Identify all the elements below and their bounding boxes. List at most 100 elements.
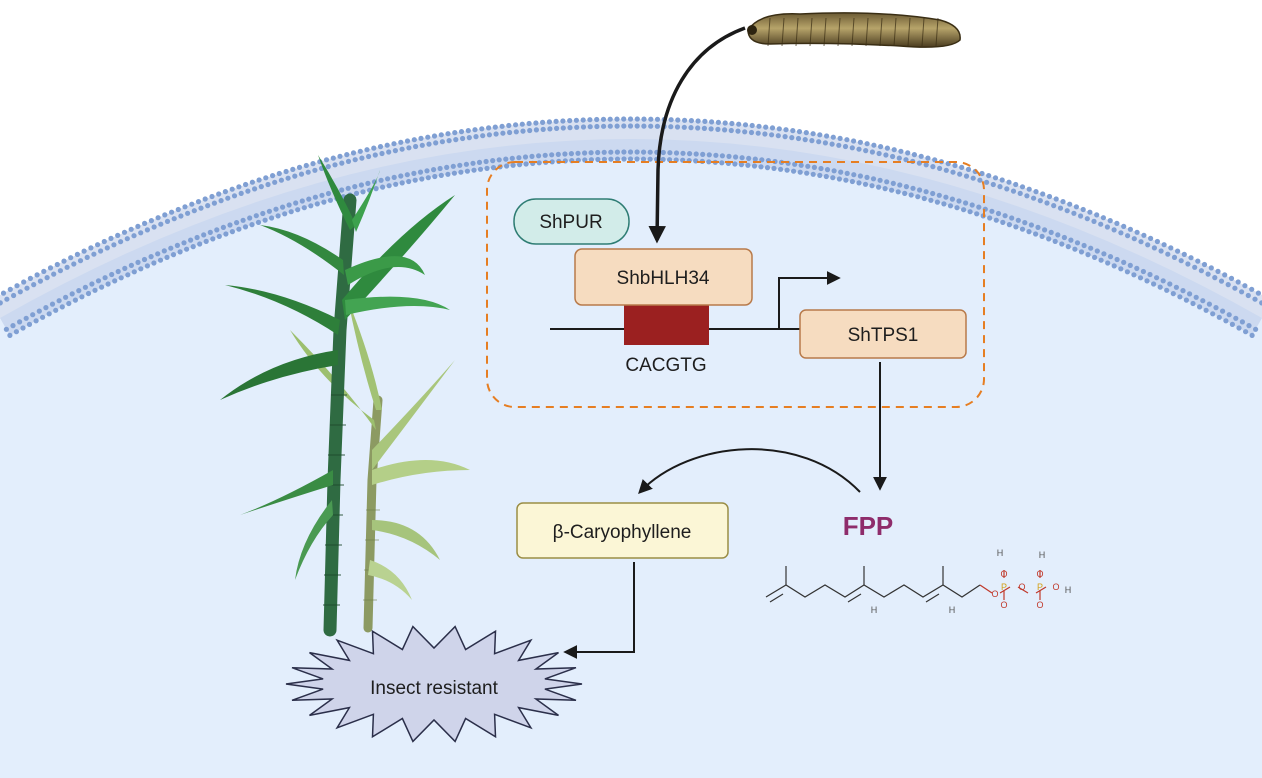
- membrane-lipid-head: [601, 149, 607, 155]
- membrane-lipid-head: [0, 290, 7, 296]
- membrane-lipid-head: [1006, 222, 1013, 228]
- membrane-lipid-head: [386, 149, 392, 155]
- membrane-lipid-head: [870, 176, 877, 182]
- membrane-lipid-head: [108, 235, 114, 241]
- membrane-lipid-head: [1094, 248, 1100, 254]
- membrane-lipid-head: [59, 304, 65, 310]
- membrane-lipid-head: [708, 126, 714, 132]
- membrane-lipid-head: [26, 321, 33, 327]
- membrane-lipid-head: [915, 194, 921, 200]
- membrane-lipid-head: [1154, 275, 1160, 281]
- membrane-lipid-head: [64, 264, 70, 270]
- membrane-lipid-head: [273, 206, 279, 212]
- promoter-arrow-icon: [778, 271, 841, 329]
- membrane-lipid-head: [1107, 218, 1113, 224]
- membrane-lipid-head: [1026, 186, 1032, 192]
- membrane-lipid-head: [776, 126, 782, 132]
- membrane-lipid-head: [357, 148, 363, 154]
- membrane-lipid-head: [1167, 281, 1173, 287]
- membrane-lipid-head: [151, 224, 157, 230]
- membrane-lipid-head: [1140, 268, 1146, 275]
- membrane-lipid-head: [930, 164, 936, 170]
- fpp-structure-icon: [765, 566, 1047, 603]
- membrane-lipid-head: [47, 265, 54, 271]
- membrane-lipid-head: [522, 154, 529, 160]
- membrane-lipid-head: [457, 162, 463, 168]
- membrane-lipid-head: [325, 164, 331, 170]
- membrane-lipid-head: [124, 236, 130, 242]
- membrane-lipid-head: [312, 167, 318, 173]
- membrane-lipid-head: [715, 119, 722, 125]
- membrane-lipid-head: [791, 168, 797, 174]
- membrane-lipid-head: [61, 258, 67, 264]
- membrane-lipid-head: [372, 152, 378, 158]
- membrane-lipid-head: [138, 230, 144, 236]
- membrane-lipid-head: [876, 150, 882, 157]
- membrane-lipid-head: [425, 175, 431, 181]
- membrane-lipid-head: [1013, 181, 1019, 188]
- membrane-lipid-head: [1031, 195, 1037, 201]
- caryophyllene-label: β-Caryophyllene: [553, 522, 692, 543]
- membrane-lipid-head: [205, 203, 211, 209]
- membrane-lipid-head: [177, 249, 183, 255]
- membrane-lipid-head: [523, 161, 529, 167]
- membrane-lipid-head: [57, 268, 64, 274]
- membrane-lipid-head: [742, 122, 749, 128]
- membrane-lipid-head: [729, 120, 735, 127]
- membrane-lipid-head: [634, 116, 640, 122]
- membrane-lipid-head: [325, 190, 332, 197]
- membrane-lipid-head: [211, 200, 217, 206]
- membrane-lipid-head: [693, 151, 699, 157]
- membrane-lipid-head: [824, 133, 830, 139]
- membrane-lipid-head: [1168, 245, 1174, 251]
- membrane-lipid-head: [574, 124, 580, 130]
- membrane-lipid-head: [513, 129, 519, 135]
- membrane-lipid-head: [209, 193, 215, 200]
- membrane-lipid-head: [1216, 314, 1222, 320]
- membrane-lipid-head: [507, 129, 513, 136]
- membrane-lipid-head: [496, 157, 502, 163]
- membrane-lipid-head: [131, 233, 137, 239]
- membrane-lipid-head: [963, 173, 970, 179]
- membrane-lipid-head: [1246, 323, 1252, 329]
- membrane-lipid-head: [242, 224, 249, 230]
- membrane-lipid-head: [529, 153, 535, 159]
- membrane-lipid-head: [1051, 203, 1057, 209]
- membrane-lipid-head: [344, 152, 350, 158]
- membrane-lipid-head: [1134, 229, 1140, 235]
- membrane-lipid-head: [1190, 300, 1196, 307]
- membrane-lipid-head: [385, 176, 391, 182]
- membrane-lipid-head: [345, 185, 351, 191]
- membrane-lipid-head: [1137, 275, 1144, 281]
- membrane-lipid-head: [553, 118, 559, 124]
- membrane-lipid-head: [1121, 223, 1127, 229]
- membrane-lipid-head: [554, 125, 560, 131]
- membrane-lipid-head: [292, 173, 298, 179]
- membrane-lipid-head: [1061, 234, 1067, 241]
- membrane-lipid-head: [916, 160, 923, 166]
- membrane-lipid-head: [877, 177, 883, 183]
- membrane-lipid-head: [823, 173, 829, 180]
- shpur-label: ShPUR: [539, 212, 602, 233]
- membrane-lipid-head: [339, 187, 345, 193]
- membrane-lipid-head: [810, 131, 816, 137]
- membrane-lipid-head: [1098, 257, 1104, 263]
- membrane-lipid-head: [364, 147, 370, 153]
- membrane-lipid-head: [536, 153, 542, 159]
- transcription-region: [486, 161, 985, 408]
- membrane-lipid-head: [956, 198, 962, 204]
- membrane-lipid-head: [79, 294, 85, 300]
- membrane-lipid-head: [1208, 265, 1214, 271]
- membrane-lipid-head: [1048, 229, 1054, 235]
- membrane-lipid-head: [969, 202, 975, 208]
- svg-text:O: O: [1018, 582, 1025, 592]
- membrane-lipid-head: [898, 148, 904, 154]
- membrane-lipid-head: [1006, 179, 1012, 185]
- membrane-lipid-head: [218, 198, 224, 204]
- membrane-lipid-head: [1171, 254, 1178, 260]
- membrane-lipid-head: [849, 178, 856, 185]
- membrane-lipid-head: [240, 217, 246, 223]
- svg-text:O: O: [1036, 569, 1043, 579]
- membrane-lipid-head: [437, 165, 443, 172]
- membrane-lipid-head: [1127, 226, 1133, 232]
